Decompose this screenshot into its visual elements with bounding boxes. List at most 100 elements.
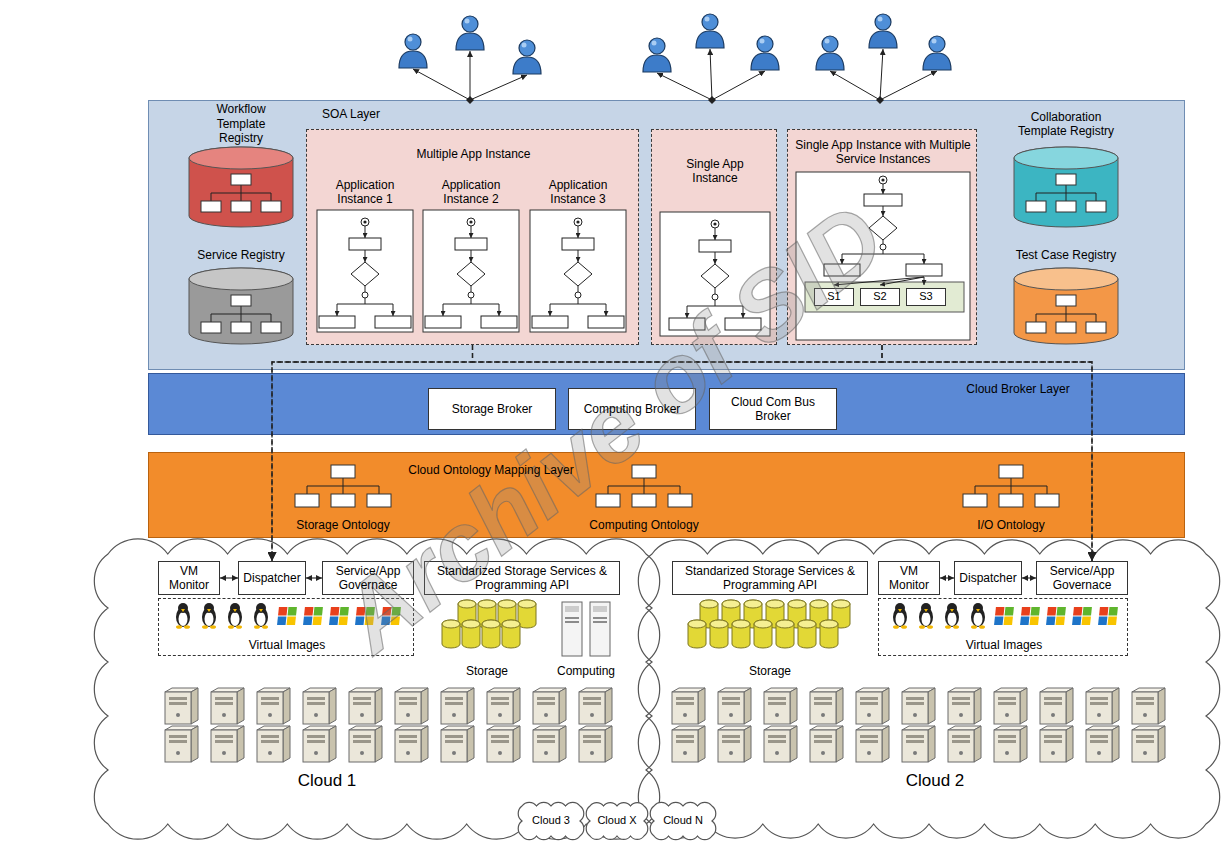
text-holder: Storage Ontology <box>283 517 403 533</box>
server-icon <box>902 730 928 762</box>
flow-arrow <box>365 226 366 238</box>
server-icon <box>452 751 456 755</box>
activity-box <box>725 318 761 330</box>
cylinder-top <box>832 600 850 608</box>
cylinder-top <box>732 620 750 628</box>
registry-cylinder: Collaboration Template Registry <box>1001 105 1131 229</box>
flow-line <box>715 288 716 294</box>
computing-tower <box>593 622 607 623</box>
dispatch-connector <box>272 345 882 561</box>
node-text: Computing Ontology <box>589 518 698 532</box>
flow-line <box>471 286 472 292</box>
user-icon <box>757 36 773 52</box>
server-icon <box>169 735 187 738</box>
control-connector <box>220 577 238 578</box>
user-group <box>816 14 951 104</box>
server-icon <box>913 713 917 717</box>
windows-icon <box>355 617 364 626</box>
flow-line <box>578 298 579 304</box>
tree-box <box>1056 201 1076 212</box>
server-icon <box>952 697 970 700</box>
server-icon <box>974 726 981 762</box>
cylinder-top <box>776 620 794 628</box>
windows-icon <box>1099 607 1108 616</box>
windows-icon <box>1098 617 1107 626</box>
server-icon <box>605 688 612 724</box>
user-link <box>880 71 937 100</box>
server-icon <box>513 688 520 724</box>
workflow-panel <box>530 210 626 332</box>
tree-box <box>1035 494 1059 507</box>
penguin-icon <box>254 625 260 629</box>
server-icon <box>491 735 509 738</box>
ontology-tree: I/O Ontology <box>951 459 1071 535</box>
user-icon <box>923 53 951 70</box>
cylinder-top <box>688 620 706 628</box>
server-icon <box>537 702 555 705</box>
text-holder: Cloud 1 <box>282 768 372 794</box>
text-holder: Application Instance 3 <box>528 176 628 208</box>
server-icon <box>360 713 364 717</box>
storage-api-box: Standarized Storage Services & Programmi… <box>424 561 620 595</box>
flow-arrow <box>578 226 579 238</box>
penguin-icon <box>979 625 985 629</box>
server-icon <box>1044 735 1062 738</box>
server-icon <box>421 726 428 762</box>
cylinder-body <box>1014 268 1118 344</box>
server-icon <box>303 692 329 724</box>
user-link <box>413 69 470 100</box>
cylinder-top <box>744 600 762 608</box>
server-icon <box>974 688 981 724</box>
penguin-icon <box>971 607 985 627</box>
start-symbol <box>574 218 582 226</box>
penguin-icon <box>950 609 954 612</box>
user-icon <box>649 38 665 54</box>
user-link <box>470 51 471 100</box>
node-text: Cloud Broker Layer <box>966 382 1069 396</box>
penguin-icon <box>231 612 240 626</box>
computing-tower <box>590 602 610 656</box>
server-icon <box>268 751 272 755</box>
cylinder-top <box>710 620 728 628</box>
flow-arrow <box>337 304 338 316</box>
tree-line <box>1011 478 1012 486</box>
server-icon <box>191 726 198 762</box>
cylinder-top <box>810 600 828 608</box>
node-text: Application Instance 1 <box>318 178 412 207</box>
tree-line <box>241 193 242 201</box>
user-icon <box>702 14 718 30</box>
activity-box <box>669 318 705 330</box>
broker-box: Cloud Com Bus Broker <box>709 388 837 430</box>
server-icon <box>257 730 283 762</box>
flow-line <box>443 304 499 305</box>
activity-box <box>349 238 381 250</box>
activity-box <box>375 316 411 328</box>
server-icon <box>544 713 548 717</box>
server-icon <box>698 688 705 724</box>
server-icon <box>191 688 198 724</box>
server-icon <box>268 713 272 717</box>
cylinder-top <box>722 600 740 608</box>
user-icon <box>751 53 779 70</box>
server-icon <box>421 688 428 724</box>
windows-icon <box>1031 607 1040 616</box>
computing-tower <box>593 618 607 619</box>
node-text: Virtual Images <box>249 638 325 652</box>
server-icon <box>353 735 371 738</box>
server-icon <box>676 735 694 738</box>
windows-icon <box>303 607 323 625</box>
server-icon <box>353 697 371 700</box>
text-holder: Storage <box>680 662 860 680</box>
node-text: Cloud N <box>663 814 703 827</box>
tree-line <box>1066 185 1067 193</box>
shape-drawing <box>530 210 626 332</box>
server-icon <box>882 688 889 724</box>
server-icon <box>1086 692 1112 724</box>
penguin-icon <box>202 625 208 629</box>
server-icon <box>215 702 233 705</box>
server-icon <box>261 735 279 738</box>
text-holder: VM Monitor <box>159 562 219 594</box>
server-icon <box>467 726 474 762</box>
penguin-icon <box>178 603 188 613</box>
flow-arrow <box>443 304 444 316</box>
